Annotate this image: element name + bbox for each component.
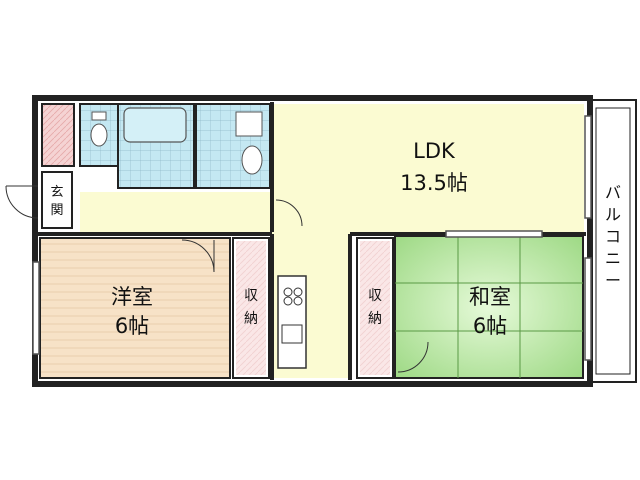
balcony-label-char: ニ: [605, 249, 621, 268]
japanese-room-size: 6帖: [473, 314, 507, 338]
ldk-name: LDK: [413, 139, 456, 163]
storage-top-left: [41, 103, 75, 167]
room-western: [39, 237, 231, 379]
closet-right: 収 納: [356, 237, 394, 379]
closet-right-label-char: 収: [368, 288, 382, 304]
windows: [32, 115, 592, 361]
western-room-name: 洋室: [111, 285, 153, 309]
entrance-label-char: 玄: [50, 185, 63, 200]
ldk-size: 13.5帖: [400, 171, 468, 195]
balcony: [587, 99, 637, 383]
western-room-size: 6帖: [115, 314, 149, 338]
closet-left: 収 納: [232, 237, 270, 379]
entrance-label-char: 関: [50, 203, 63, 218]
entrance: 玄 関: [5, 171, 73, 229]
closet-right-label-char: 納: [368, 311, 382, 327]
balcony-label: バ ル コ ニ ー: [605, 183, 621, 290]
balcony-label-char: バ: [605, 183, 621, 202]
japanese-room-name: 和室: [469, 285, 511, 309]
room-japanese: [394, 235, 584, 379]
balcony-label-char: コ: [605, 227, 621, 246]
balcony-label-char: ー: [605, 271, 621, 290]
balcony-label-char: ル: [605, 205, 621, 224]
kitchen-counter: [277, 275, 307, 369]
closet-left-label-char: 収: [244, 288, 258, 304]
bathroom: [79, 103, 271, 189]
closet-left-label-char: 納: [244, 311, 258, 327]
door-swings: [181, 199, 429, 373]
